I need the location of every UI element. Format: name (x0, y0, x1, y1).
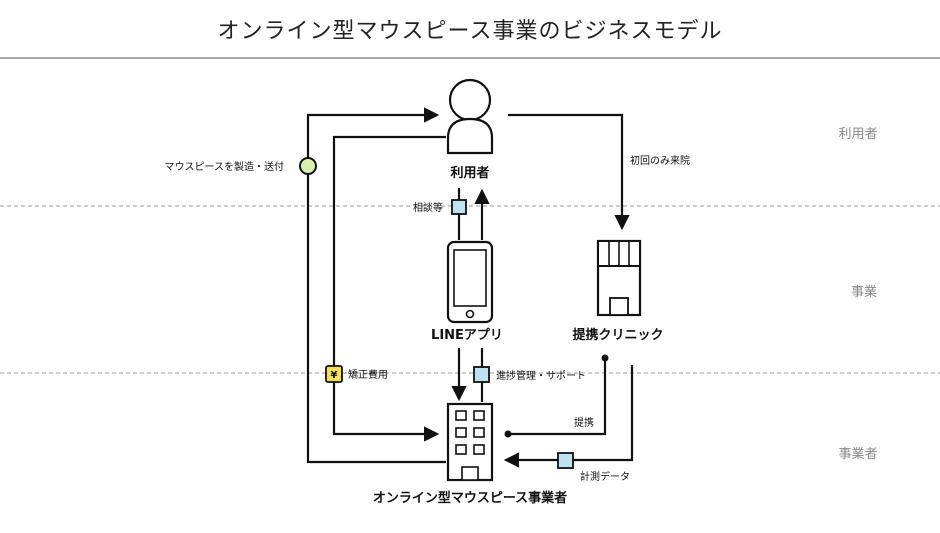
data-node-icon (557, 452, 574, 469)
partnership-dot-bottom (504, 430, 512, 438)
edge-label-first-visit: 初回のみ来院 (630, 154, 690, 167)
edge-correction-fee (332, 135, 446, 442)
edge-label-measurement-data: 計測データ (580, 470, 630, 483)
node-label-company: オンライン型マウスピース事業者 (373, 490, 567, 506)
lane-label-user: 利用者 (838, 127, 877, 142)
edge-label-correction-fee: 矯正費用 (348, 368, 388, 381)
yen-icon (325, 365, 343, 383)
partnership-dot-top (601, 354, 609, 362)
edge-label-progress-support: 進捗管理・サポート (496, 369, 586, 382)
smartphone-icon (446, 240, 494, 324)
product-node-icon (299, 157, 317, 175)
node-label-user: 利用者 (450, 165, 489, 181)
person-icon (446, 78, 494, 155)
edge-label-consultation: 相談等 (413, 201, 443, 214)
clinic-building-icon (596, 239, 642, 317)
edge-label-manufacture-ship: マウスピースを製造・送付 (165, 160, 285, 173)
support-node-icon (473, 366, 490, 383)
node-label-line-app: LINEアプリ (431, 328, 503, 343)
edge-manufacture-ship (306, 107, 446, 464)
office-building-icon (446, 402, 494, 482)
edge-measurement-data (503, 365, 634, 468)
yen-icon-glyph: ¥ (331, 370, 338, 381)
node-label-clinic: 提携クリニック (572, 327, 663, 343)
edge-partnership (508, 358, 607, 436)
edge-first-visit (508, 113, 630, 231)
page-title: オンライン型マウスピース事業のビジネスモデル (218, 19, 723, 44)
lane-label-operator: 事業者 (838, 446, 877, 462)
edge-label-partnership: 提携 (574, 416, 594, 429)
consultation-node-icon (451, 199, 467, 215)
lane-label-business: 事業 (851, 284, 877, 300)
